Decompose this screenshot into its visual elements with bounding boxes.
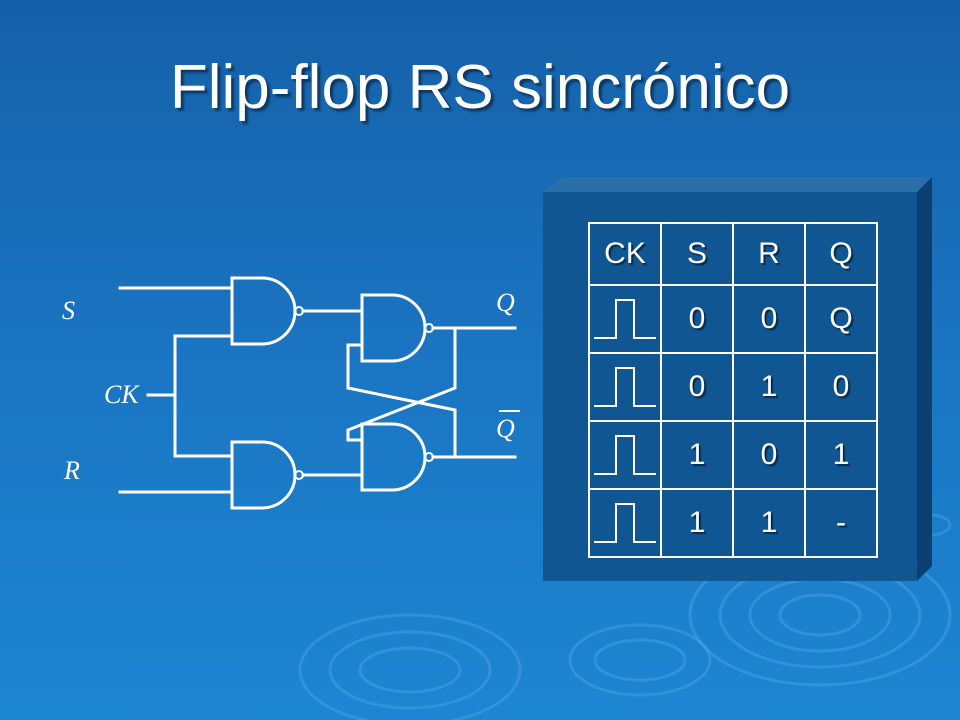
wire-cross-qbar	[346, 343, 457, 459]
wire-cross-q	[346, 326, 457, 442]
table-row: 1 1 -	[588, 488, 878, 558]
cell-r: 0	[732, 420, 806, 490]
table-header-row: CK S R Q	[588, 222, 878, 286]
label-r: R	[64, 456, 80, 485]
truth-table: CK S R Q 0 0 Q 0 1 0 1 0 1 1 1 -	[588, 222, 878, 558]
cell-q: 0	[804, 352, 878, 422]
header-s: S	[660, 222, 734, 286]
cell-q: 1	[804, 420, 878, 490]
cell-r: 0	[732, 284, 806, 354]
cell-q: -	[804, 488, 878, 558]
header-ck: CK	[588, 222, 662, 286]
table-row: 1 0 1	[588, 420, 878, 490]
clock-pulse-icon	[588, 420, 662, 490]
nand-gate-1-icon	[230, 276, 297, 346]
header-q: Q	[804, 222, 878, 286]
label-ck: CK	[104, 380, 139, 409]
nand-gate-4-icon	[360, 422, 427, 492]
cell-q: Q	[804, 284, 878, 354]
clock-pulse-icon	[588, 488, 662, 558]
cell-s: 1	[660, 420, 734, 490]
clock-pulse-icon	[588, 352, 662, 422]
cell-s: 1	[660, 488, 734, 558]
label-s: S	[62, 296, 75, 325]
slide-title: Flip-flop RS sincrónico	[169, 53, 791, 122]
cell-r: 1	[732, 352, 806, 422]
cell-s: 0	[660, 284, 734, 354]
cell-s: 0	[660, 352, 734, 422]
table-row: 0 1 0	[588, 352, 878, 422]
cell-r: 1	[732, 488, 806, 558]
label-q: Q	[496, 288, 515, 317]
header-r: R	[732, 222, 806, 286]
label-q-bar: Q	[496, 414, 515, 443]
table-row: 0 0 Q	[588, 284, 878, 354]
clock-pulse-icon	[588, 284, 662, 354]
nand-gate-3-icon	[360, 293, 427, 363]
nand-gate-2-icon	[230, 440, 297, 510]
